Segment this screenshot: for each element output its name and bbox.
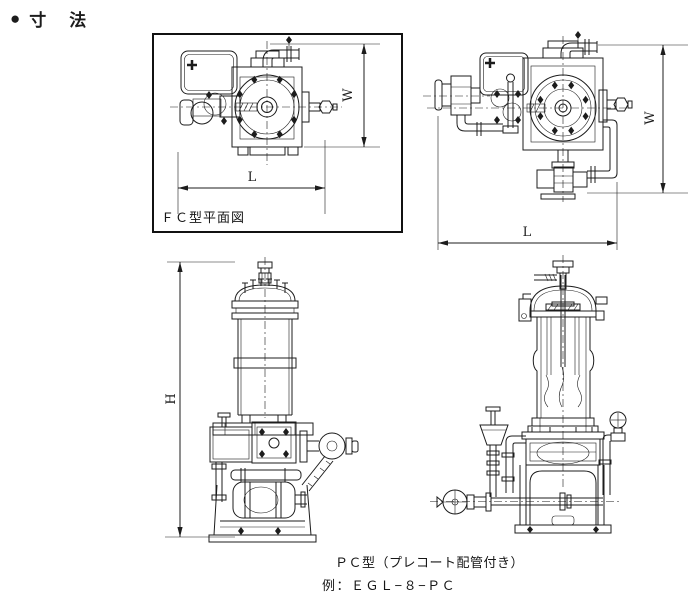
pc-pump-housing — [522, 40, 604, 151]
fc-shaft — [301, 91, 338, 123]
pc-caption-line1: ＰＣ型（プレコート配管付き） — [335, 555, 525, 570]
pc-right-pipe — [587, 119, 618, 183]
fc-dim-w — [270, 43, 380, 148]
pc-caption-block: ＰＣ型（プレコート配管付き） 例：ＥＧＬ−８−ＰＣ — [322, 551, 524, 597]
fc-coupling — [179, 91, 258, 126]
fc-plan-drawing: W L — [170, 36, 380, 214]
fc-vessel-cylinder — [233, 318, 297, 416]
fc-elev-terminal-box — [209, 412, 253, 463]
pc-coupling — [490, 73, 546, 134]
page-title: ● 寸 法 — [10, 6, 89, 31]
pc-vessel-dome — [518, 285, 608, 322]
fc-vessel-knob — [257, 261, 273, 284]
pc-terminal-box — [479, 52, 529, 96]
fc-dim-w-label: W — [341, 88, 356, 102]
pc-handwheel-valve — [430, 489, 620, 515]
pc-caption-line2: 例：ＥＧＬ−８−ＰＣ — [322, 578, 457, 593]
bullet-icon: ● — [10, 8, 21, 28]
pc-elevation-drawing — [430, 255, 627, 534]
fc-terminal-box — [180, 50, 238, 95]
fc-vessel-dome — [231, 278, 299, 320]
pc-pump-section — [521, 417, 605, 466]
fc-left-pipe — [211, 462, 227, 502]
pc-bottom-valve — [536, 150, 588, 200]
pc-vessel-section — [532, 275, 595, 418]
pc-plan-drawing: W L — [423, 31, 688, 250]
fc-dim-h-label: H — [164, 393, 179, 404]
fc-plan-caption: ＦＣ型平面図 — [161, 210, 246, 225]
fc-dim-h — [165, 261, 235, 538]
pc-elbow-pipe — [560, 31, 598, 58]
pc-dim-l — [437, 116, 618, 250]
fc-plan-frame: W L ＦＣ型平面図 — [152, 33, 403, 233]
fc-pump-block — [251, 421, 297, 464]
fc-elbow-pipe — [262, 36, 300, 67]
pc-base — [514, 465, 612, 534]
page-title-text: 寸 法 — [29, 11, 90, 30]
fc-base — [208, 484, 317, 543]
fc-handle — [299, 430, 359, 492]
pc-pressure-gauge — [598, 411, 627, 495]
pc-pump-body — [529, 74, 597, 142]
pc-dim-w-label: W — [643, 111, 658, 125]
fc-lower-pump — [230, 468, 307, 519]
fc-manifold — [212, 415, 314, 436]
fc-dim-l — [177, 140, 326, 214]
pc-precoat-funnel — [479, 406, 509, 497]
pc-left-valve — [434, 75, 503, 136]
pc-shaft — [598, 89, 633, 123]
fc-dim-l-label: L — [248, 170, 257, 185]
pc-left-pipe — [501, 435, 526, 493]
fc-elevation-drawing: H — [164, 257, 359, 543]
pc-dim-w — [587, 44, 688, 194]
pc-vessel-knob — [534, 260, 574, 290]
pc-dim-l-label: L — [523, 225, 532, 240]
